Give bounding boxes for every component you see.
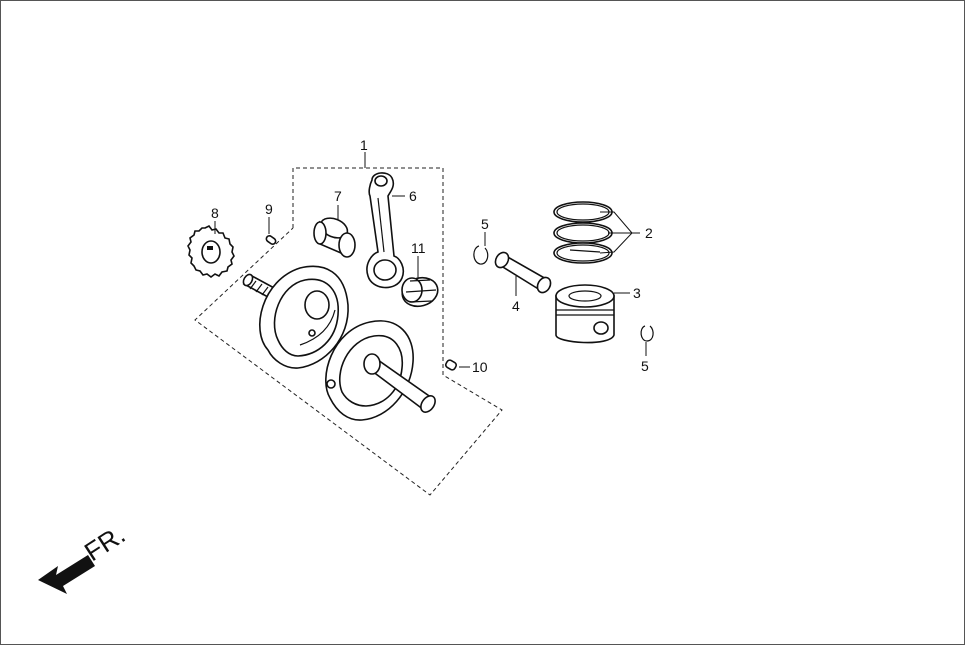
connecting-rod-part: [366, 172, 405, 289]
callout-5-right: 5: [641, 358, 649, 374]
crankshaft-assembly-boundary: [194, 167, 503, 496]
crank-pin-key-part: [444, 359, 458, 371]
callout-6: 6: [409, 188, 417, 204]
front-direction-indicator: FR.: [38, 519, 130, 594]
front-arrow-icon: [38, 555, 95, 594]
callout-2: 2: [645, 225, 653, 241]
callout-9: 9: [265, 201, 273, 217]
leader-lines: [214, 152, 647, 368]
callout-5-left: 5: [481, 216, 489, 232]
callout-7: 7: [334, 188, 342, 204]
callout-8: 8: [211, 205, 219, 221]
callout-10: 10: [472, 359, 488, 375]
crank-pin-part: [313, 217, 356, 258]
callout-11: 11: [411, 240, 426, 256]
gear-part: [187, 224, 235, 278]
callout-3: 3: [633, 285, 641, 301]
piston-pin-clip-left-part: [473, 245, 489, 265]
piston-pin-clip-right-part: [640, 325, 654, 342]
woodruff-key-part: [265, 235, 277, 245]
piston-part: [555, 284, 615, 344]
right-crank-web-part: [325, 320, 436, 421]
callout-labels: 1 2 3 4 5 5 6 7 8 9 10 11: [211, 137, 653, 375]
callout-1: 1: [360, 137, 368, 153]
piston-rings-part: [553, 201, 613, 264]
needle-bearing-part: [401, 276, 439, 308]
piston-pin-part: [494, 251, 552, 294]
left-crank-web-part: [242, 265, 349, 369]
callout-4: 4: [512, 298, 520, 314]
